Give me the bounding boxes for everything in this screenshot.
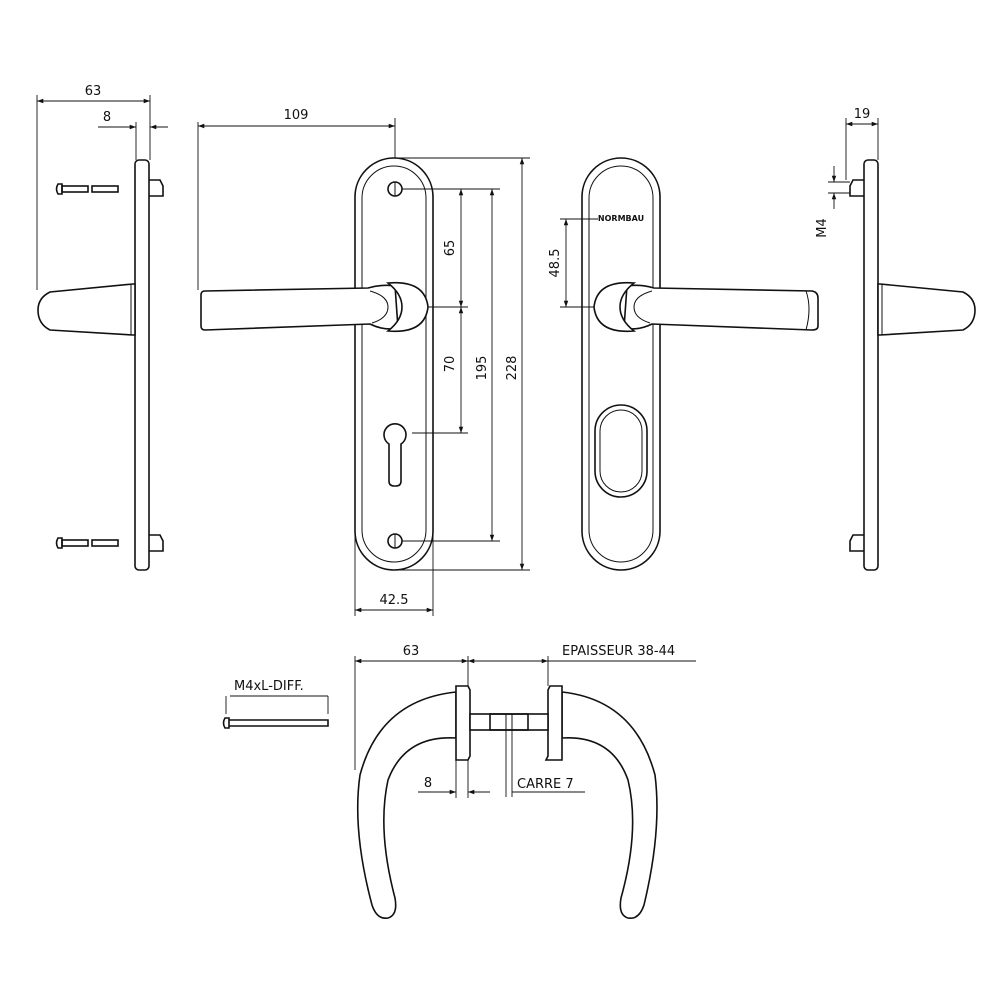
handle-pair-view: 63 EPAISSEUR 38-44 8 CARRE 7 (354, 644, 696, 920)
screw-spec-label: M4xL-DIFF. (234, 679, 304, 694)
right-top-stud (849, 179, 864, 197)
back-backplate (581, 157, 661, 571)
right-rose (544, 685, 563, 761)
dim-logo-to-spindle: 48.5 (548, 249, 563, 278)
right-curved-handle (561, 691, 658, 920)
front-handle-neck (369, 290, 389, 324)
dim-side-offset: 8 (103, 110, 111, 125)
left-rose (455, 685, 471, 761)
back-handle-lever (623, 284, 819, 331)
cylinder-cover-outer (594, 404, 648, 498)
front-view: 109 42.5 65 70 195 228 (197, 108, 530, 616)
dim-screw-to-spindle: 65 (443, 240, 458, 257)
long-screw (222, 717, 329, 729)
right-side-view: 19 M4 (815, 107, 976, 571)
back-view: NORMBAU 48.5 (548, 157, 819, 571)
back-handle-end (805, 290, 810, 331)
dim-plate-height: 228 (505, 356, 520, 381)
front-handle-lever (200, 284, 399, 331)
cylinder-cover-inner (599, 409, 643, 493)
dim-handle-width-bottom: 63 (403, 644, 420, 659)
square-spindle-label: CARRE 7 (517, 777, 574, 792)
screw-detail: M4xL-DIFF. (222, 679, 329, 729)
brand-logo: NORMBAU (598, 214, 644, 223)
dim-side-right-offset: 19 (854, 107, 871, 122)
front-backplate-inner (361, 165, 427, 563)
right-handle-profile (877, 283, 976, 336)
dim-side-width: 63 (85, 84, 102, 99)
left-side-view: 63 8 (36, 84, 168, 571)
right-backplate-profile (863, 159, 879, 571)
dim-handle-projection: 109 (284, 108, 309, 123)
door-thickness-label: EPAISSEUR 38-44 (562, 644, 675, 659)
back-handle-neck (633, 290, 653, 324)
left-backplate-profile (134, 159, 150, 571)
left-bottom-stud (149, 534, 164, 552)
right-bottom-stud (849, 534, 864, 552)
back-handle-rose (593, 281, 637, 333)
left-bottom-screw (55, 537, 119, 549)
left-handle-profile (37, 283, 136, 336)
square-spindle (469, 713, 549, 731)
front-handle-rose (385, 281, 429, 333)
left-top-screw (55, 183, 119, 195)
dim-plate-width: 42.5 (380, 593, 409, 608)
left-curved-handle (356, 691, 457, 920)
dim-spindle-to-cylinder: 70 (443, 356, 458, 373)
front-backplate (354, 157, 434, 571)
dim-spindle-offset: 8 (424, 776, 432, 791)
left-top-stud (149, 179, 164, 197)
cylinder-keyhole (383, 423, 407, 487)
back-backplate-inner (588, 165, 654, 563)
dim-screw-thread: M4 (815, 218, 830, 238)
dim-screw-spacing: 195 (475, 356, 490, 381)
